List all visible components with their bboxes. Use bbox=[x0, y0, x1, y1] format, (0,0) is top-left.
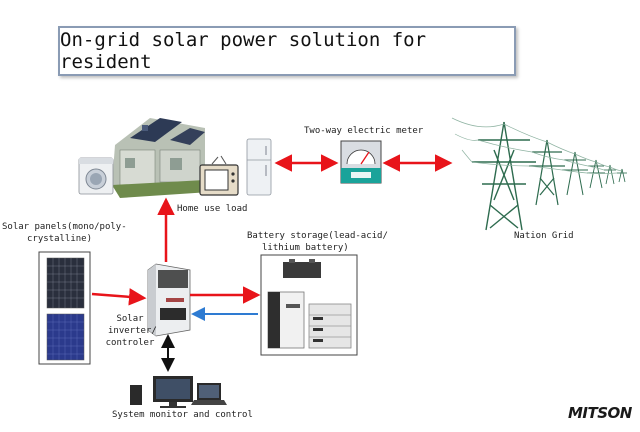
solar-panels-label-line2: crystalline) bbox=[27, 234, 93, 244]
battery-label-line2: lithium battery) bbox=[262, 243, 349, 253]
battery-label-line1: Battery storage(lead-acid/ bbox=[247, 231, 388, 241]
solar-panels-label-line1: Solar panels(mono/poly- bbox=[2, 222, 127, 232]
power-flow-arrows bbox=[91, 154, 453, 372]
title-box: On-grid solar power solution for residen… bbox=[58, 26, 516, 76]
solar-panel-icon bbox=[46, 257, 85, 361]
tv-icon bbox=[199, 155, 239, 196]
inverter-icon bbox=[147, 263, 191, 337]
solar-to-inverter-arrow bbox=[91, 288, 147, 306]
washing-machine-icon bbox=[78, 157, 114, 195]
nation-grid-label: Nation Grid bbox=[514, 231, 574, 241]
inverter-label-line2: inverter/ bbox=[108, 326, 157, 336]
brand-logo: MITSON bbox=[568, 404, 632, 422]
inverter-label-line1: Solar bbox=[116, 314, 144, 324]
system-monitor-label: System monitor and control bbox=[112, 410, 253, 420]
meter-icon bbox=[340, 140, 382, 184]
laptop-icon bbox=[191, 383, 227, 405]
home-use-load-label: Home use load bbox=[177, 204, 248, 214]
battery-icon bbox=[267, 259, 352, 349]
house-icon bbox=[112, 118, 210, 198]
page-title: On-grid solar power solution for residen… bbox=[60, 29, 427, 73]
computer-icon bbox=[130, 376, 193, 408]
two-way-meter-label: Two-way electric meter bbox=[304, 126, 424, 136]
transmission-tower-icon bbox=[451, 117, 627, 231]
refrigerator-icon bbox=[246, 138, 272, 196]
inverter-label-line3: controler bbox=[105, 338, 155, 348]
